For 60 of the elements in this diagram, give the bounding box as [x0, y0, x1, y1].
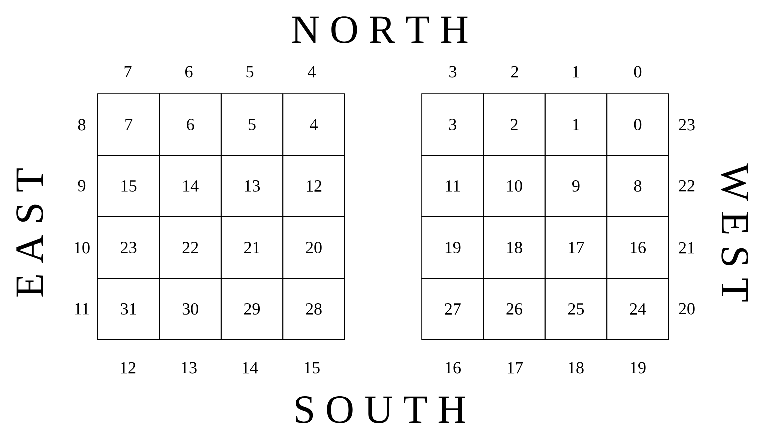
- grid-cell: 4: [282, 94, 346, 156]
- coordinate-number: 21: [679, 242, 694, 254]
- grid-cell: 2: [483, 94, 546, 156]
- grid-cell: 10: [483, 155, 546, 218]
- coordinate-number: 0: [634, 66, 642, 78]
- grid-cell: 0: [606, 94, 670, 156]
- grid-cell: 14: [159, 155, 222, 218]
- coordinate-number: 20: [679, 303, 695, 315]
- coordinate-number: 2: [512, 66, 518, 78]
- coordinate-number: 14: [243, 362, 258, 374]
- coordinate-number: 10: [75, 242, 90, 254]
- coordinate-number: 22: [679, 180, 695, 192]
- coordinate-number: 15: [305, 362, 320, 374]
- grid-cell: 21: [220, 216, 284, 279]
- grid-cell: 25: [544, 278, 608, 340]
- grid-cell: 5: [220, 94, 284, 156]
- coordinate-number: 18: [569, 362, 584, 374]
- coordinate-number: 11: [75, 303, 90, 315]
- coordinate-number: 23: [679, 119, 695, 131]
- coordinate-number: 9: [78, 180, 86, 192]
- grid-cell: 23: [98, 216, 160, 279]
- grid-cell: 16: [606, 216, 670, 279]
- direction-label: E A S T: [16, 168, 44, 297]
- coordinate-number: 12: [121, 362, 136, 374]
- coordinate-number: 7: [124, 66, 132, 78]
- grid-cell: 8: [606, 155, 670, 218]
- grid-cell: 29: [220, 278, 284, 340]
- grid-cell: 28: [282, 278, 346, 340]
- coordinate-number: 17: [508, 362, 524, 374]
- grid-cell: 6: [159, 94, 222, 156]
- grid-cell: 15: [98, 155, 160, 218]
- grid-cell: 19: [422, 216, 484, 279]
- coordinate-number: 1: [573, 66, 580, 78]
- grid-cell: 1: [544, 94, 608, 156]
- grid-cell: 7: [98, 94, 160, 156]
- coordinate-number: 3: [450, 66, 457, 78]
- coordinate-number: 16: [446, 362, 461, 374]
- coordinate-number: 6: [186, 66, 193, 78]
- grid-cell: 18: [483, 216, 546, 279]
- grid-cell: 26: [483, 278, 546, 340]
- coordinate-number: 13: [182, 362, 197, 374]
- grid-cell: 20: [282, 216, 346, 279]
- direction-label: S O U T H: [296, 396, 466, 424]
- grid-cell: 24: [606, 278, 670, 340]
- grid-cell: 13: [220, 155, 284, 218]
- coordinate-number: 4: [308, 66, 316, 78]
- grid-cell: 17: [544, 216, 608, 279]
- grid-cell: 11: [422, 155, 484, 218]
- grid-cell: 9: [544, 155, 608, 218]
- direction-label: W E S T: [721, 164, 749, 302]
- coordinate-number: 8: [78, 119, 86, 131]
- direction-label: N O R T H: [292, 16, 468, 44]
- grid-cell: 31: [98, 278, 160, 340]
- grid-cell: 22: [159, 216, 222, 279]
- grid-cell: 3: [422, 94, 484, 156]
- coordinate-number: 5: [246, 66, 254, 78]
- grid-cell: 12: [282, 155, 346, 218]
- grid-cell: 27: [422, 278, 484, 340]
- coordinate-number: 19: [631, 362, 646, 374]
- grid-cell: 30: [159, 278, 222, 340]
